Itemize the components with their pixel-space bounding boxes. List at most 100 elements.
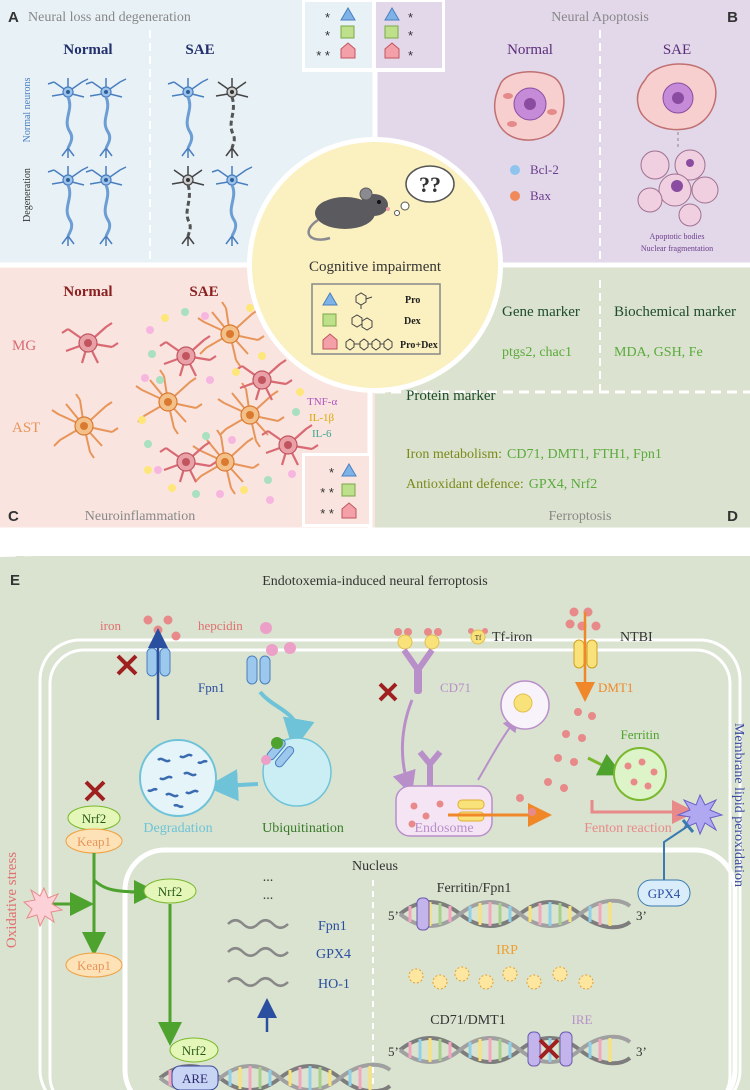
cd71-dmt1-label: CD71/DMT1 <box>430 1013 505 1028</box>
panel-d-letter: D <box>727 508 738 525</box>
dots-1: ... <box>263 870 274 885</box>
ubiquitin-dot <box>271 737 283 749</box>
panel-a-row2-label: Degeneration <box>22 168 33 222</box>
ast-label: AST <box>12 420 40 436</box>
cd71-label: CD71 <box>440 680 471 695</box>
cytokine-dot <box>144 466 152 474</box>
protein-marker-label: Protein marker <box>406 388 496 404</box>
hepcidin-bound-dot <box>261 755 271 765</box>
irp-label: IRP <box>496 943 518 958</box>
sae-cell <box>636 63 717 148</box>
cd71-stem <box>414 668 422 694</box>
cytokine-dot <box>240 486 248 494</box>
cytokine-il6: IL-6 <box>312 428 332 440</box>
free-iron-pool <box>516 708 596 816</box>
internalize-arrow <box>258 690 315 751</box>
antioxidant-label: Antioxidant defence: <box>406 477 524 492</box>
iron-label: iron <box>100 618 121 633</box>
legend-top-r3-right: * <box>408 48 413 63</box>
nucleus-envelope <box>122 847 738 1090</box>
blocked-x-icon-1 <box>116 654 138 676</box>
nucleus-label: Nucleus <box>352 859 398 874</box>
cytokine-dot <box>144 440 152 448</box>
blocked-x-icon-2 <box>378 682 398 702</box>
three-prime-1: 3’ <box>636 908 647 923</box>
degraded-fragments <box>147 753 208 809</box>
panel-a-row1-label: Normal neurons <box>22 78 33 143</box>
cytokine-dot <box>156 376 164 384</box>
square-icon <box>340 25 355 39</box>
nrf2-capsule-dna <box>169 1037 219 1063</box>
bax-dot <box>510 191 520 201</box>
bcl2-label: Bcl-2 <box>530 162 559 177</box>
apoptotic-caption-1: Apoptotic bodies <box>650 232 705 241</box>
panel-e-title: Endotoxemia-induced neural ferroptosis <box>262 574 487 589</box>
dots-2: ... <box>263 888 274 903</box>
drug1-triangle-icon <box>322 292 338 306</box>
iron-metabolism-label: Iron metabolism: <box>406 447 502 462</box>
blocked-x-icon-3 <box>84 780 106 802</box>
gpx4-label: GPX4 <box>648 886 681 901</box>
gene-marker-values: ptgs2, chac1 <box>502 345 572 360</box>
membrane-lipid-label: Membrane lipid peroxidation <box>731 723 746 887</box>
ubiquitination-vesicle <box>262 737 332 807</box>
cytokine-dot <box>141 374 149 382</box>
iron-metabolism-line: Iron metabolism:CD71, DMT1, FTH1, Fpn1 <box>406 447 662 462</box>
cytokine-dot <box>148 350 156 358</box>
cytokine-dot <box>138 416 146 424</box>
gene-marker-label: Gene marker <box>502 304 580 320</box>
cytokine-dot <box>161 314 169 322</box>
legend-top-r1-right: * <box>408 10 413 25</box>
cell-membrane-outer <box>38 638 742 1090</box>
legend-top-r2-right: * <box>408 28 413 43</box>
hepcidin-dot-3 <box>284 642 296 654</box>
legend-top-r1-left: * <box>325 10 330 25</box>
ferritin-label: Ferritin <box>621 727 660 742</box>
cytokine-dot <box>292 408 300 416</box>
legend-c-r2: * * <box>320 485 334 500</box>
endosome <box>395 785 493 837</box>
tf-label: Tf <box>475 634 482 642</box>
endocytosis-arrow <box>392 699 416 796</box>
pentagon-icon-c <box>341 502 357 519</box>
ire-label: IRE <box>572 1012 593 1027</box>
endosome-label: Endosome <box>414 821 473 836</box>
cytokine-dot <box>296 388 304 396</box>
keap1-label-top: Keap1 <box>77 834 111 849</box>
gpx4-capsule <box>637 879 691 907</box>
panel-a-title: Neural loss and degeneration <box>28 10 191 25</box>
panel-a-letter: A <box>8 9 19 26</box>
apoptotic-caption-2: Nuclear fragmentation <box>641 244 713 253</box>
fpn1-channel <box>146 647 171 677</box>
endosome-receptor <box>417 750 443 786</box>
cytokine-dot <box>201 312 209 320</box>
apoptotic-bodies <box>637 149 719 227</box>
cytokine-dot <box>216 490 224 498</box>
legend-top-r3-left: * * <box>316 48 330 63</box>
drug-legend-box <box>311 283 441 355</box>
panel-b-sae-label: SAE <box>663 42 691 58</box>
ferritin-fpn1-label: Ferritin/Fpn1 <box>437 881 512 896</box>
panel-e-letter: E <box>10 572 20 589</box>
panel-a-sae-label: SAE <box>185 42 214 58</box>
panel-c-letter: C <box>8 508 19 525</box>
bax-label: Bax <box>530 188 551 203</box>
nrf2-capsule-mid <box>143 878 197 904</box>
cytokine-dot <box>246 304 254 312</box>
tf-iron-cluster <box>394 628 442 650</box>
molecule-icons <box>345 292 393 351</box>
blocked-x-icon-4 <box>538 1038 560 1060</box>
fenton-arrow <box>590 800 696 824</box>
bio-marker-label: Biochemical marker <box>614 304 736 320</box>
lipid-peroxidation-star-icon <box>676 793 724 836</box>
fpn1-label: Fpn1 <box>198 680 225 695</box>
cytokine-il1b: IL-1β <box>309 412 335 424</box>
cytokine-dot <box>288 470 296 478</box>
ire-block-1 <box>527 1031 541 1067</box>
bcl2-dot <box>510 165 520 175</box>
fpn1-hepcidin-channel <box>246 655 271 685</box>
antioxidant-values: GPX4, Nrf2 <box>529 477 597 492</box>
gene-fpn1-label: Fpn1 <box>318 919 347 934</box>
